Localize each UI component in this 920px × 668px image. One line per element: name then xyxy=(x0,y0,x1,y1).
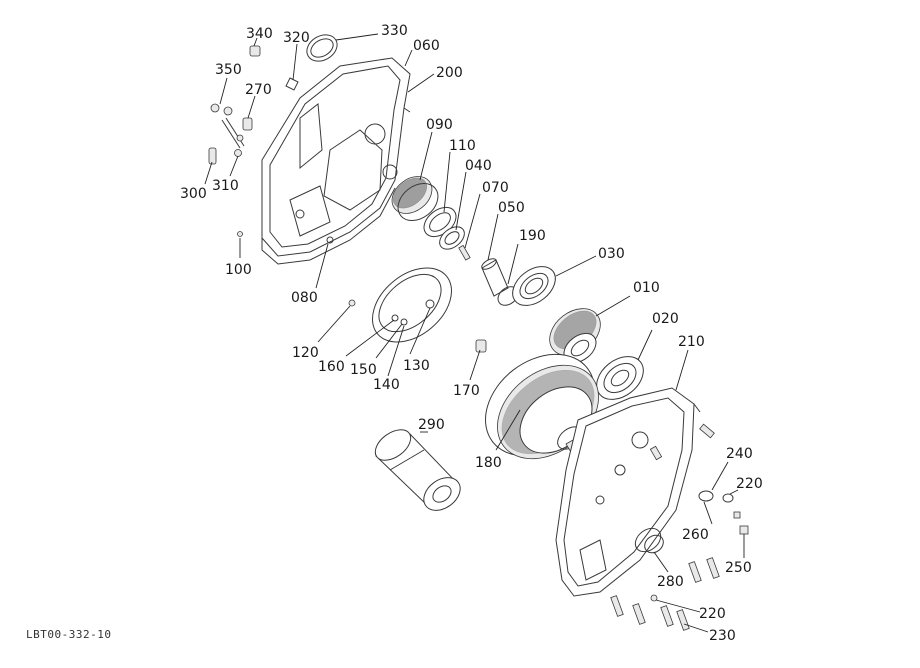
part-label: 190 xyxy=(519,228,546,244)
pin-070 xyxy=(458,244,471,261)
gear-010 xyxy=(549,308,601,364)
part-number-labels: 340 320 330 060 350 270 200 090 110 040 … xyxy=(180,23,763,644)
part-label: 340 xyxy=(246,26,273,42)
part-label: 270 xyxy=(245,82,272,98)
part-label: 060 xyxy=(413,38,440,54)
seal-330 xyxy=(306,34,338,62)
bearing-020 xyxy=(596,356,644,400)
motor-290 xyxy=(374,429,461,511)
part-label: 110 xyxy=(449,138,476,154)
part-label: 130 xyxy=(403,358,430,374)
part-label: 050 xyxy=(498,200,525,216)
part-label: 200 xyxy=(436,65,463,81)
shaft-050 xyxy=(481,258,509,297)
part-label: 280 xyxy=(657,574,684,590)
part-label: 070 xyxy=(482,180,509,196)
part-label: 030 xyxy=(598,246,625,262)
part-label: 100 xyxy=(225,262,252,278)
part-label: 150 xyxy=(350,362,377,378)
left-gearbox-cover xyxy=(261,57,411,265)
part-label: 080 xyxy=(291,290,318,306)
part-label: 180 xyxy=(475,455,502,471)
part-label: 240 xyxy=(726,446,753,462)
part-label: 170 xyxy=(453,383,480,399)
part-label: 250 xyxy=(725,560,752,576)
part-label: 330 xyxy=(381,23,408,39)
part-label: 160 xyxy=(318,359,345,375)
part-label: 220 xyxy=(699,606,726,622)
bearing-110-040 xyxy=(423,206,465,250)
part-label: 220 xyxy=(736,476,763,492)
part-label: 290 xyxy=(418,417,445,433)
bearing-030 xyxy=(512,266,556,306)
part-label: 260 xyxy=(682,527,709,543)
part-label: 300 xyxy=(180,186,207,202)
small-fasteners-left xyxy=(208,45,299,237)
part-label: 320 xyxy=(283,30,310,46)
part-label: 020 xyxy=(652,311,679,327)
part-label: 230 xyxy=(709,628,736,644)
plate-160 xyxy=(372,267,452,343)
part-label: 310 xyxy=(212,178,239,194)
pin-120 xyxy=(348,299,356,307)
part-label: 120 xyxy=(292,345,319,361)
part-label: 350 xyxy=(215,62,242,78)
part-label: 010 xyxy=(633,280,660,296)
part-label: 040 xyxy=(465,158,492,174)
part-label: 210 xyxy=(678,334,705,350)
part-170 xyxy=(475,339,487,353)
small-fasteners-right xyxy=(610,423,749,631)
diagram-reference-code: LBT00-332-10 xyxy=(26,628,112,641)
part-label: 090 xyxy=(426,117,453,133)
part-label: 140 xyxy=(373,377,400,393)
gear-090 xyxy=(391,176,439,222)
right-gearbox-cover xyxy=(555,387,701,597)
leader-lines xyxy=(204,33,745,633)
